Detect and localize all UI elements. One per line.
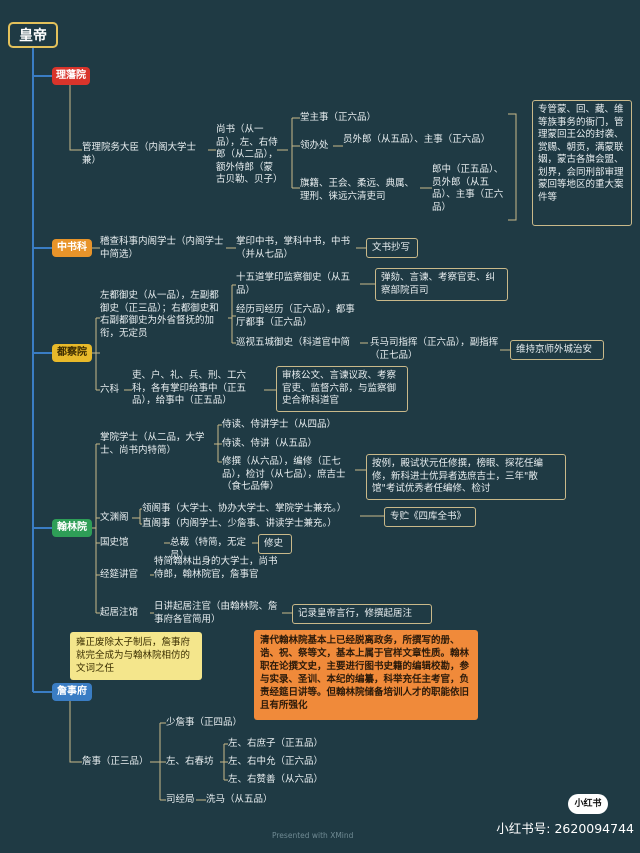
hanlin-duty-note-4: 记录皇帝言行，修撰起居注: [292, 604, 432, 624]
hanlin-linggeshi[interactable]: 领阁事（大学士、协办大学士、掌院学士兼充。）: [142, 503, 347, 514]
ducha-duty-note-2: 维持京师外城治安: [510, 340, 604, 360]
lifan-lingbanchu[interactable]: 领办处: [300, 140, 329, 151]
hanlin-duty-note-1: 按例，殿试状元任修撰，榜眼、探花任编修，新科进士优异者选庶吉士，三年"散馆"考试…: [366, 454, 566, 500]
xiaohongshu-logo: 小红书: [568, 794, 608, 814]
hanlin-guoshiguan[interactable]: 国史馆: [100, 537, 129, 548]
category-zhanshi[interactable]: 詹事府: [52, 683, 92, 701]
hanlin-shidu-xueshi[interactable]: 侍读、侍讲学士（从四品）: [222, 419, 337, 430]
zhanshi-shaozhanshi[interactable]: 少詹事（正四品）: [166, 717, 243, 728]
lifan-langzhong[interactable]: 郎中（正五品）、员外郎（从五品）、主事（正六品）: [432, 164, 504, 213]
lifan-duty-note: 专管蒙、回、藏、维等族事务的衙门，管理蒙回王公的封袭、赏赐、朝贡，满蒙联姻，蒙古…: [532, 100, 632, 226]
ducha-bingmasi[interactable]: 兵马司指挥（正六品），副指挥（正七品）: [370, 337, 499, 361]
ducha-zuoduyushi[interactable]: 左都御史（从一品），左副都御史（正三品）；右都御史和右副都御史为外省督抚的加衔，…: [100, 290, 219, 339]
lifan-manager[interactable]: 管理院务大臣（内阁大学士兼）: [82, 142, 197, 166]
xmind-watermark: Presented with XMind: [272, 831, 354, 840]
hanlin-wenyuange[interactable]: 文渊阁: [100, 512, 129, 523]
account-id: 小红书号: 2620094744: [496, 821, 634, 836]
ducha-duty-note-3: 审核公文、言谏议政、考察官吏、监督六部，与监察御史合称科道官: [276, 366, 408, 412]
zhanshi-xima[interactable]: 洗马（从五品）: [206, 794, 273, 805]
hanlin-zhangyuan[interactable]: 掌院学士（从二品，大学士、尚书内特简）: [100, 432, 205, 456]
hanlin-shidu[interactable]: 侍读、侍讲（从五品）: [222, 438, 318, 449]
category-lifan[interactable]: 理藩院: [52, 67, 90, 85]
hanlin-zongcai[interactable]: 总裁（特简，无定员）: [170, 537, 247, 561]
hanlin-xiuzhuan[interactable]: 修撰（从六品），编修（正七品），检讨（从七品），庶吉士（食七品俸）: [222, 456, 346, 492]
lifan-six-bureaus[interactable]: 旗籍、王会、柔远、典属、理刑、徕远六清吏司: [300, 178, 415, 202]
ducha-xunshi[interactable]: 巡视五城御史（科道官中简: [236, 337, 351, 348]
zhanshi-shuzi[interactable]: 左、右庶子（正五品）: [228, 738, 324, 749]
category-hanlin[interactable]: 翰林院: [52, 519, 92, 537]
zhanshi-zhanshi[interactable]: 詹事（正三品）: [82, 756, 149, 767]
lifan-tangzhushi[interactable]: 堂主事（正六品）: [300, 112, 377, 123]
zhongshu-duty-note: 文书抄写: [366, 238, 418, 258]
hanlin-jingyan[interactable]: 经筵讲官: [100, 569, 139, 580]
root-node-emperor[interactable]: 皇帝: [8, 22, 58, 48]
hanlin-zhigeshi[interactable]: 直阁事（内阁学士、少詹事、讲读学士兼充。）: [142, 518, 337, 529]
zhanshi-zhongyun[interactable]: 左、右中允（正六品）: [228, 756, 324, 767]
hanlin-qijuzhu[interactable]: 起居注馆: [100, 607, 139, 618]
ducha-jingli[interactable]: 经历司经历（正六品），都事厅都事（正六品）: [236, 304, 355, 328]
zhanshi-sijingju[interactable]: 司经局: [166, 794, 195, 805]
zhongshu-jicha[interactable]: 稽查科事内阁学士（内阁学士中简选）: [100, 236, 224, 260]
hanlin-jingyan-detail[interactable]: 特简翰林出身的大学士，尚书侍郎，翰林院官，詹事官: [154, 556, 278, 580]
category-zhongshu[interactable]: 中书科: [52, 239, 92, 257]
category-ducha[interactable]: 都察院: [52, 344, 92, 362]
hanlin-rijiang[interactable]: 日讲起居注官（由翰林院、詹事府各官简用）: [154, 601, 278, 625]
lifan-shangshu[interactable]: 尚书（从一品），左、右侍郎（从二品），额外侍郎（蒙古贝勒、贝子）: [216, 124, 283, 185]
hanlin-duty-note-2: 专贮《四库全书》: [384, 507, 476, 527]
hanlin-summary-note: 清代翰林院基本上已经脱离政务，所撰写的册、诰、祝、祭等文，基本上属于官样文章性质…: [254, 630, 478, 720]
ducha-liuke[interactable]: 六科: [100, 384, 120, 395]
lifan-yuanwailang[interactable]: 员外郎（从五品）、主事（正六品）: [343, 134, 491, 145]
zhanshi-chunfang[interactable]: 左、右春坊: [166, 756, 214, 767]
ducha-duty-note-1: 弹劾、言谏、考察官吏、纠察部院百司: [375, 268, 508, 301]
zhanshi-summary-note: 雍正废除太子制后，詹事府就完全成为与翰林院相仿的文词之任: [70, 632, 202, 680]
ducha-liuke-detail[interactable]: 吏、户、礼、兵、刑、工六科，各有掌印给事中（正五品），给事中（正五品）: [132, 370, 247, 406]
hanlin-duty-note-3: 修史: [258, 534, 292, 554]
zhanshi-zanshan[interactable]: 左、右赞善（从六品）: [228, 774, 324, 785]
zhongshu-zhongshu[interactable]: 掌印中书，掌科中书，中书（并从七品）: [236, 236, 351, 260]
ducha-15-circuits[interactable]: 十五道掌印监察御史（从五品）: [236, 272, 351, 296]
